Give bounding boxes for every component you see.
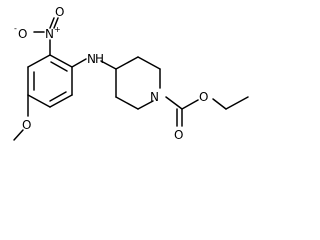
charge-plus: + [54,25,61,34]
chemical-structure: O N + O - N H O N O O [13,5,249,142]
bond [71,58,87,68]
atom-o-nitro-top: O [55,5,64,19]
piperidine-ring: N [115,56,161,110]
atom-o-nitro-left: O [18,27,27,41]
benzene-ring [27,54,73,108]
atom-h-amine: H [95,52,104,66]
bond [49,94,73,108]
bond [165,96,183,110]
bond [137,56,161,70]
bond [181,99,199,110]
nitro-group: O N + O - [14,5,64,56]
bond [49,54,73,68]
charge-minus: - [14,24,17,33]
bond [212,98,227,110]
bond [115,96,139,110]
atom-o-ester: O [199,90,208,104]
double-bond-inner [49,91,67,102]
atom-o-carbonyl: O [174,128,183,142]
bond [115,56,139,70]
double-bond-inner [50,61,68,72]
atom-n-amine: N [87,52,96,66]
bond [13,129,24,141]
atom-n-piperidine: N [150,90,159,104]
atom-o-methoxy: O [22,118,31,132]
bond [225,96,249,110]
bond [27,54,51,68]
amine-linker: N H [71,52,117,70]
bond [49,17,55,29]
atom-n-nitro: N [45,27,54,41]
bond [137,100,154,110]
bond [53,17,59,29]
ethyl-carbamate-group: O O [165,90,249,142]
bond [27,94,51,108]
methoxy-group: O [13,94,31,141]
bond [100,60,117,70]
